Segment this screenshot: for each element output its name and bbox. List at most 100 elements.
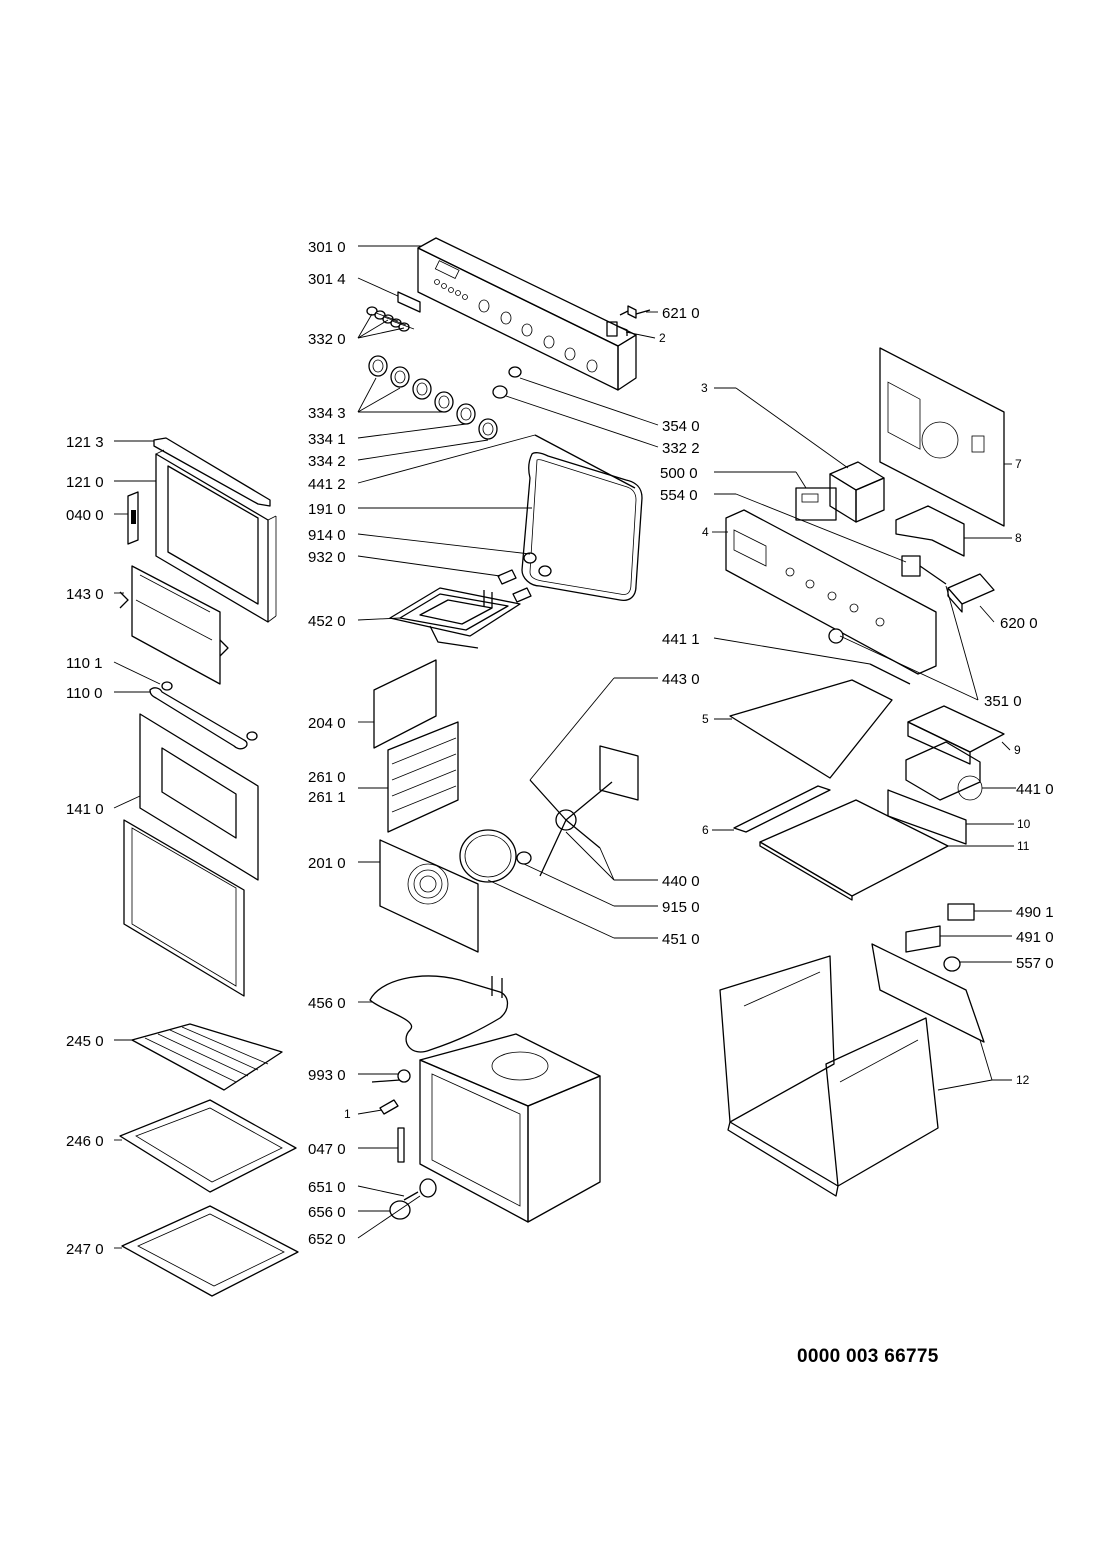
inner-glass xyxy=(119,565,229,685)
callout-label: 040 0 xyxy=(66,507,104,524)
oven-casing xyxy=(719,943,985,1197)
callout-label: 441 1 xyxy=(662,631,700,648)
callout-label: 204 0 xyxy=(308,715,346,732)
cooling-fan-box xyxy=(905,705,1005,801)
callout-label: 121 0 xyxy=(66,474,104,491)
callout-label: 7 xyxy=(1015,457,1022,471)
control-panel-fascia xyxy=(417,237,637,391)
callout-label: 6 xyxy=(702,823,709,837)
electronic-module xyxy=(795,461,885,523)
right-small-parts xyxy=(905,903,975,972)
callout-label: 441 2 xyxy=(308,476,346,493)
callout-label: 656 0 xyxy=(308,1204,346,1221)
callout-label: 441 0 xyxy=(1016,781,1054,798)
roasting-tray xyxy=(121,1205,299,1297)
small-components xyxy=(371,1069,437,1220)
callout-label: 332 2 xyxy=(662,440,700,457)
callout-label: 143 0 xyxy=(66,586,104,603)
callout-labels: 301 0 301 4 332 0 621 0 2 334 3 334 1 33… xyxy=(66,239,1054,1258)
callout-label: 451 0 xyxy=(662,931,700,948)
door-top-trim xyxy=(153,437,271,507)
callout-label: 620 0 xyxy=(1000,615,1038,632)
callout-label: 915 0 xyxy=(662,899,700,916)
bracket-2 xyxy=(606,321,628,337)
leader-lines xyxy=(113,245,1016,1249)
door-handle xyxy=(149,681,258,750)
callout-label: 245 0 xyxy=(66,1033,104,1050)
outer-door-glass xyxy=(123,713,259,997)
callout-label: 3 xyxy=(701,381,708,395)
display-window xyxy=(397,291,421,313)
callout-label: 121 3 xyxy=(66,434,104,451)
callout-label: 351 0 xyxy=(984,693,1022,710)
circular-element xyxy=(459,829,517,883)
fan-cover xyxy=(379,839,479,953)
callout-label: 334 3 xyxy=(308,405,346,422)
callout-label: 261 1 xyxy=(308,789,346,806)
document-number: 0000 003 66775 xyxy=(797,1346,939,1367)
inner-door-frame xyxy=(155,449,277,623)
screws-914-932 xyxy=(497,552,552,603)
shelf-runners xyxy=(387,721,459,833)
callout-label: 247 0 xyxy=(66,1241,104,1258)
callout-label: 261 0 xyxy=(308,769,346,786)
callout-label: 621 0 xyxy=(662,305,700,322)
callout-label: 914 0 xyxy=(308,527,346,544)
selector-switch xyxy=(947,573,995,613)
callout-label: 500 0 xyxy=(660,465,698,482)
grill-element xyxy=(389,587,521,649)
baking-tray xyxy=(119,1099,297,1193)
top-panel xyxy=(729,663,911,779)
callout-label: 047 0 xyxy=(308,1141,346,1158)
callout-label: 456 0 xyxy=(308,995,346,1012)
callout-label: 110 1 xyxy=(66,655,102,672)
callout-label: 301 0 xyxy=(308,239,346,256)
callout-label: 191 0 xyxy=(308,501,346,518)
push-buttons xyxy=(366,306,415,332)
callout-label: 491 0 xyxy=(1016,929,1054,946)
callout-label: 201 0 xyxy=(308,855,346,872)
callout-label: 651 0 xyxy=(308,1179,346,1196)
callout-label: 932 0 xyxy=(308,549,346,566)
callout-label: 12 xyxy=(1016,1073,1030,1087)
fan-motor xyxy=(516,745,639,877)
callout-label: 443 0 xyxy=(662,671,700,688)
door-hinge xyxy=(127,491,139,545)
callout-label: 10 xyxy=(1017,817,1031,831)
callout-label: 557 0 xyxy=(1016,955,1054,972)
callout-label: 1 xyxy=(344,1107,351,1121)
callout-label: 334 2 xyxy=(308,453,346,470)
callout-label: 246 0 xyxy=(66,1133,104,1150)
rear-panel xyxy=(879,347,1005,527)
callout-label: 5 xyxy=(702,712,709,726)
callout-label: 110 0 xyxy=(66,685,102,702)
bracket-8 xyxy=(895,505,965,557)
control-knobs xyxy=(368,355,498,440)
callout-label: 554 0 xyxy=(660,487,698,504)
thermostat xyxy=(901,555,947,585)
callout-label: 4 xyxy=(702,525,709,539)
callout-label: 11 xyxy=(1017,839,1030,853)
oven-cavity xyxy=(419,1033,601,1223)
callout-label: 452 0 xyxy=(308,613,346,630)
callout-label: 652 0 xyxy=(308,1231,346,1248)
callout-label: 334 1 xyxy=(308,431,346,448)
side-panel xyxy=(373,659,437,749)
lamp-switch xyxy=(619,305,651,319)
callout-label: 141 0 xyxy=(66,801,104,818)
base-plate xyxy=(733,785,967,901)
callout-label: 332 0 xyxy=(308,331,346,348)
callout-label: 490 1 xyxy=(1016,904,1054,921)
bottom-element xyxy=(369,975,509,1053)
callout-label: 301 4 xyxy=(308,271,346,288)
callout-label: 993 0 xyxy=(308,1067,346,1084)
callout-label: 440 0 xyxy=(662,873,700,890)
callout-label: 8 xyxy=(1015,531,1022,545)
callout-label: 354 0 xyxy=(662,418,700,435)
lamp-holder xyxy=(828,628,844,644)
callout-label: 2 xyxy=(659,331,666,345)
callout-label: 9 xyxy=(1014,743,1021,757)
door-gasket xyxy=(521,434,643,602)
front-frame xyxy=(725,509,937,675)
